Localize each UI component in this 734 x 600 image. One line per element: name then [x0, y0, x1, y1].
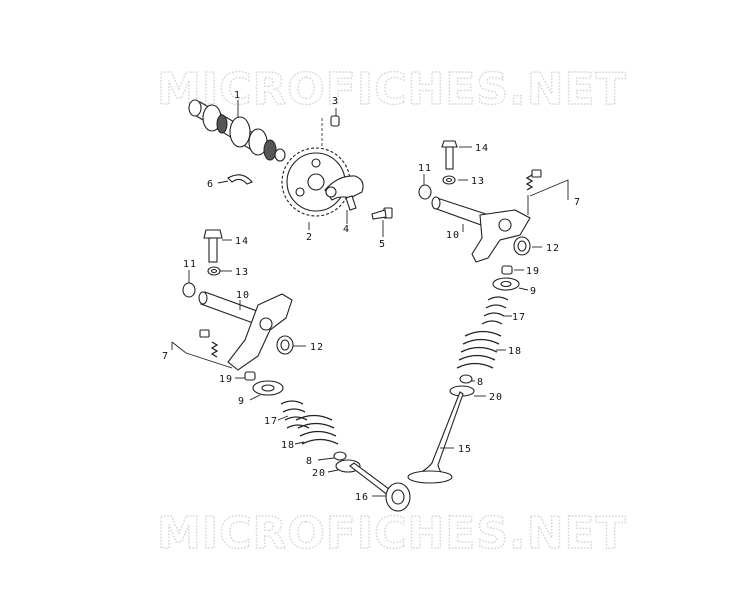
exhaust-valve [407, 391, 464, 484]
label-16: 16 [355, 492, 369, 503]
washer-12-right [513, 236, 531, 256]
rocker-arm-right [471, 169, 542, 263]
bolt-right [441, 140, 458, 170]
outer-spring-right [456, 330, 502, 369]
sprocket-bolt [371, 207, 393, 220]
label-20-left: 20 [312, 468, 326, 479]
label-11-right: 11 [418, 163, 432, 174]
label-12-right: 12 [546, 243, 560, 254]
label-9-right: 9 [530, 286, 537, 297]
label-14-left: 14 [235, 236, 249, 247]
label-20-right: 20 [489, 392, 503, 403]
label-4: 4 [343, 224, 350, 235]
washer-12-left [276, 335, 294, 355]
outer-spring-left [295, 414, 339, 445]
watermark-top: MICROFICHES.NET [157, 64, 627, 115]
part-labels: 1 2 3 4 5 6 7 7 8 8 9 9 10 10 11 11 12 1… [162, 90, 581, 503]
inner-spring-right [481, 296, 509, 325]
cotter-right [501, 265, 513, 275]
cam-clip [227, 174, 253, 185]
bolt-left [203, 229, 223, 263]
label-18-left: 18 [281, 440, 295, 451]
label-14-right: 14 [475, 143, 489, 154]
label-17-left: 17 [264, 416, 278, 427]
label-7-right: 7 [574, 197, 581, 208]
label-8-right: 8 [477, 377, 484, 388]
watermark-bottom: MICROFICHES.NET [157, 508, 627, 559]
inner-spring-left [280, 400, 310, 429]
washer-left [207, 266, 221, 276]
o-ring-right [418, 184, 432, 200]
intake-valve [349, 462, 411, 512]
retainer-right [492, 277, 520, 291]
camshaft [188, 99, 286, 162]
label-6: 6 [207, 179, 214, 190]
decompressor-weight [324, 175, 364, 211]
leader-lines [171, 100, 569, 497]
o-ring-left [182, 282, 196, 298]
label-3: 3 [332, 96, 339, 107]
washer-right [442, 175, 456, 185]
label-1: 1 [234, 90, 241, 101]
label-13-left: 13 [235, 267, 249, 278]
label-17-right: 17 [512, 312, 526, 323]
label-12-left: 12 [310, 342, 324, 353]
retainer-left [252, 380, 284, 396]
label-10-right: 10 [446, 230, 460, 241]
label-15: 15 [458, 444, 472, 455]
label-19-left: 19 [219, 374, 233, 385]
label-9-left: 9 [238, 396, 245, 407]
label-19-right: 19 [526, 266, 540, 277]
seal-left [333, 451, 347, 461]
label-2: 2 [306, 232, 313, 243]
label-13-right: 13 [471, 176, 485, 187]
label-18-right: 18 [508, 346, 522, 357]
rocker-arm-left [199, 293, 293, 371]
label-11-left: 11 [183, 259, 197, 270]
cotter-left [244, 371, 256, 381]
label-7-left: 7 [162, 351, 169, 362]
label-8-left: 8 [306, 456, 313, 467]
label-10-left: 10 [236, 290, 250, 301]
seal-right [459, 374, 473, 384]
label-5: 5 [379, 239, 386, 250]
